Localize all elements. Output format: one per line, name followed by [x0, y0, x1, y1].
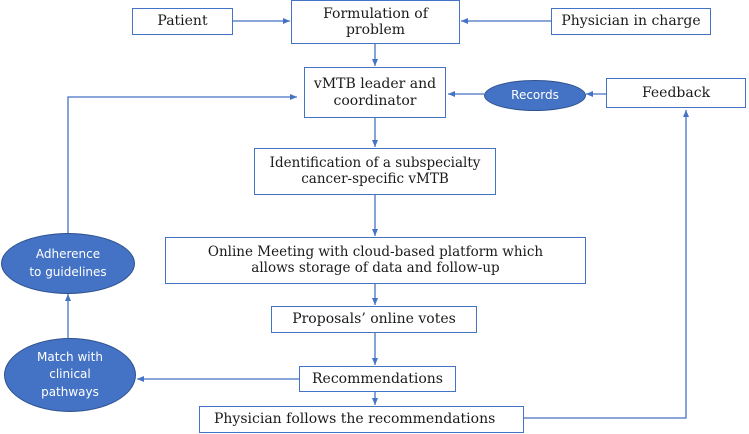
- physician-in-charge-box: Physician in charge: [551, 8, 711, 35]
- online-meeting-box: Online Meeting with cloud-based platform…: [165, 237, 586, 284]
- proposals-box: Proposals’ online votes: [271, 306, 477, 333]
- arrow-physician-follows-to-feedback: [524, 110, 689, 419]
- adherence-oval: Adherence to guidelines: [1, 233, 135, 294]
- formulation-box: Formulation of problem: [291, 0, 460, 44]
- recommendations-box: Recommendations: [299, 366, 456, 392]
- identification-box: Identification of a subspecialty cancer-…: [254, 148, 496, 195]
- records-oval: Records: [484, 80, 586, 111]
- vmtb-leader-box: vMTB leader and coordinator: [304, 67, 446, 118]
- arrow-adherence-to-leader: [67, 94, 297, 233]
- physician-follows-box: Physician follows the recommendations: [199, 406, 524, 433]
- match-oval: Match with clinical pathways: [4, 338, 136, 412]
- patient-box: Patient: [132, 8, 233, 35]
- feedback-box: Feedback: [606, 78, 746, 108]
